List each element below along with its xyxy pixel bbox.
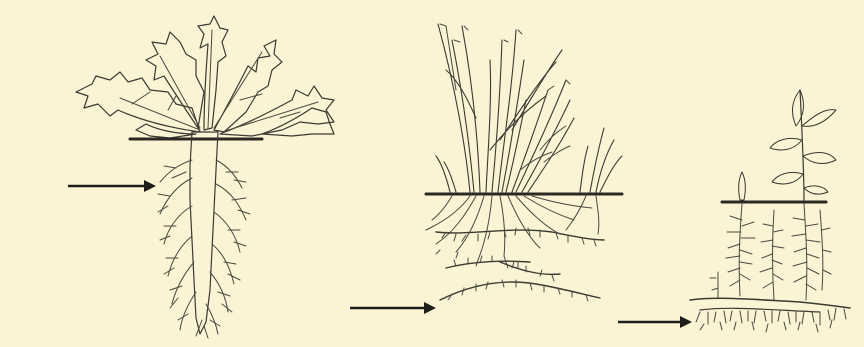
diagram-canvas	[0, 0, 864, 347]
root-systems-illustration	[0, 0, 864, 347]
diagram-background	[0, 0, 864, 347]
